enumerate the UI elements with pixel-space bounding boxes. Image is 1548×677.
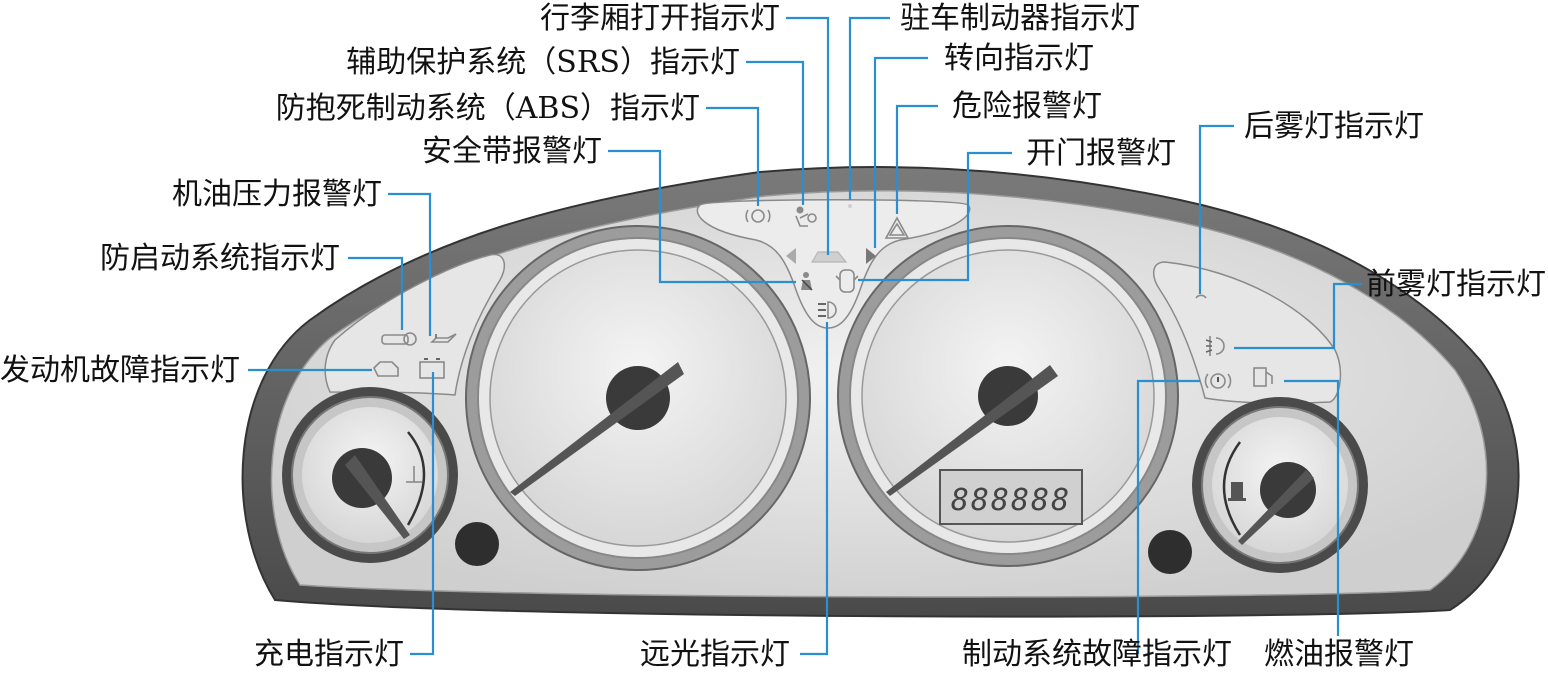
leader-door-open: [858, 151, 1012, 282]
label-abs: 防抱死制动系统（ABS）指示灯: [276, 91, 700, 126]
leader-immobilizer: [348, 256, 404, 330]
tachometer: 888888: [837, 225, 1179, 567]
turn-left-icon: [786, 248, 796, 264]
label-front-fog: 前雾灯指示灯: [1366, 267, 1546, 302]
temperature-gauge: [282, 387, 458, 563]
leader-abs: [706, 106, 760, 206]
hazard-icon: [884, 216, 910, 239]
immobilizer-icon: [381, 332, 417, 346]
leader-lines: [248, 16, 1362, 656]
label-engine-fault: 发动机故障指示灯: [0, 353, 240, 388]
leader-front-fog: [1234, 282, 1362, 350]
label-immobilizer: 防启动系统指示灯: [100, 241, 340, 276]
label-rear-fog: 后雾灯指示灯: [1244, 109, 1424, 144]
label-srs: 辅助保护系统（SRS）指示灯: [346, 45, 740, 80]
label-charging: 充电指示灯: [254, 637, 404, 672]
abs-icon: [745, 209, 771, 223]
leader-brake-fault: [1136, 379, 1200, 654]
label-hazard: 危险报警灯: [952, 89, 1102, 124]
rear-fog-icon: [1195, 294, 1207, 299]
label-fuel-warning: 燃油报警灯: [1264, 637, 1414, 672]
leader-rear-fog: [1198, 124, 1234, 294]
turn-right-icon: [866, 248, 876, 264]
seat-belt-icon: [801, 272, 813, 291]
label-turn-signal: 转向指示灯: [944, 41, 1094, 76]
speedometer-needle: [510, 362, 684, 496]
door-open-icon: [835, 269, 859, 293]
odometer-value: 888888: [951, 483, 1071, 518]
label-door-open: 开门报警灯: [1026, 136, 1176, 171]
label-parking-brake: 驻车制动器指示灯: [900, 1, 1140, 36]
leader-oil-pressure: [388, 192, 432, 336]
brake-fault-icon: [1204, 373, 1232, 389]
engine-fault-icon: [373, 361, 399, 377]
parking-brake-icon: [848, 204, 852, 208]
leader-parking-brake: [848, 16, 890, 200]
high-beam-icon: [818, 301, 837, 319]
leader-charging: [410, 372, 435, 656]
leader-trunk-open: [786, 16, 830, 255]
leader-hazard: [895, 104, 938, 214]
fuel-icon: [1253, 367, 1273, 387]
leader-turn-signal: [873, 56, 928, 248]
speedometer: [465, 225, 811, 571]
leader-fuel-warning: [1284, 379, 1340, 636]
temperature-needle: [345, 455, 410, 539]
fuel-gauge: [1192, 397, 1368, 573]
label-oil-pressure: 机油压力报警灯: [172, 177, 382, 212]
coolant-temp-icon: [406, 466, 422, 483]
odometer-display: [939, 469, 1083, 525]
tachometer-needle: [886, 365, 1058, 496]
label-seat-belt: 安全带报警灯: [422, 134, 602, 169]
left-knob[interactable]: [455, 522, 499, 566]
front-fog-icon: [1205, 336, 1225, 356]
label-brake-fault: 制动系统故障指示灯: [962, 637, 1232, 672]
fuel-gauge-needle: [1238, 470, 1314, 545]
leader-srs: [746, 60, 805, 205]
fuel-gauge-icon: [1228, 482, 1246, 501]
srs-icon: [795, 206, 817, 227]
oil-pressure-icon: [430, 333, 457, 343]
right-knob[interactable]: [1148, 530, 1192, 574]
left-warning-panel: [324, 253, 506, 396]
leader-seat-belt: [608, 149, 796, 284]
trunk-open-icon: [810, 251, 848, 263]
label-trunk-open: 行李厢打开指示灯: [540, 1, 780, 36]
label-high-beam: 远光指示灯: [640, 637, 790, 672]
leader-high-beam: [800, 322, 829, 656]
